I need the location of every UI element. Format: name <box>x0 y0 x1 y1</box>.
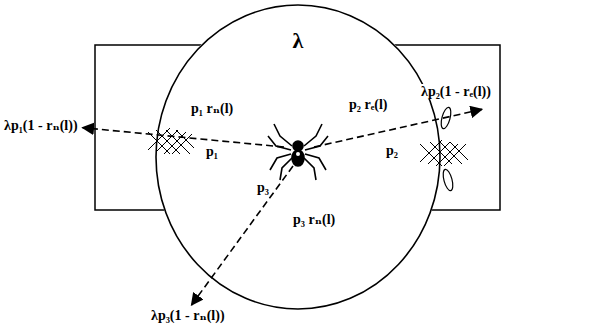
leave-rate: λp₁(1 - rₙ(l)) <box>3 118 79 133</box>
leave-rate: λp₂(1 - rₑ(l)) <box>420 84 492 99</box>
prob-label: p₁ <box>205 144 219 159</box>
leave-arrow <box>83 128 284 147</box>
leave-arrow <box>192 166 293 305</box>
spider <box>268 124 328 180</box>
leave-rate: λp₃(1 - rₙ(l)) <box>150 308 226 323</box>
prob-label: p₂ <box>385 143 399 158</box>
prob-label: p₃ <box>256 180 270 195</box>
left-web <box>148 128 194 154</box>
right-web <box>420 140 468 166</box>
circle-mask <box>155 4 441 310</box>
prob-label: p₃ rₙ(l) <box>292 212 336 227</box>
opening <box>441 168 454 191</box>
prob-label: p₂ rₑ(l) <box>348 97 389 112</box>
prob-label: p₁ rₙ(l) <box>190 101 234 116</box>
rate-symbol: λ <box>293 28 304 54</box>
leave-arrow <box>314 109 482 147</box>
